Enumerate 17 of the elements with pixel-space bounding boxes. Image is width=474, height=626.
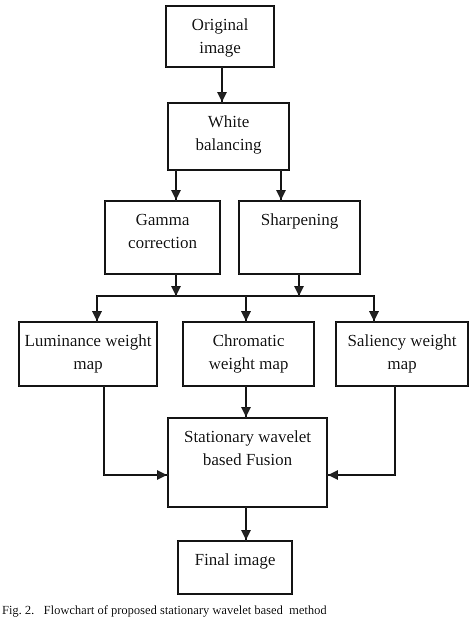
process-box: Final image (177, 540, 293, 595)
arrow (217, 68, 227, 102)
arrow (171, 171, 181, 200)
process-box: Chromatic weight map (182, 321, 315, 387)
process-box: Sharpening (238, 200, 361, 275)
arrow (241, 387, 251, 417)
process-box: Stationary wavelet based Fusion (167, 417, 328, 508)
arrow (276, 171, 286, 200)
figure-caption: Fig. 2. Flowchart of proposed stationary wavelet based method (2, 603, 327, 618)
arrow (103, 387, 167, 480)
process-box: Gamma correction (104, 200, 221, 275)
arrow (328, 387, 396, 480)
process-box: Saliency weight map (335, 321, 469, 387)
process-box: Luminance weight map (18, 321, 158, 387)
process-box: White balancing (167, 102, 290, 171)
arrow (241, 508, 251, 540)
process-box: Original image (165, 5, 275, 68)
